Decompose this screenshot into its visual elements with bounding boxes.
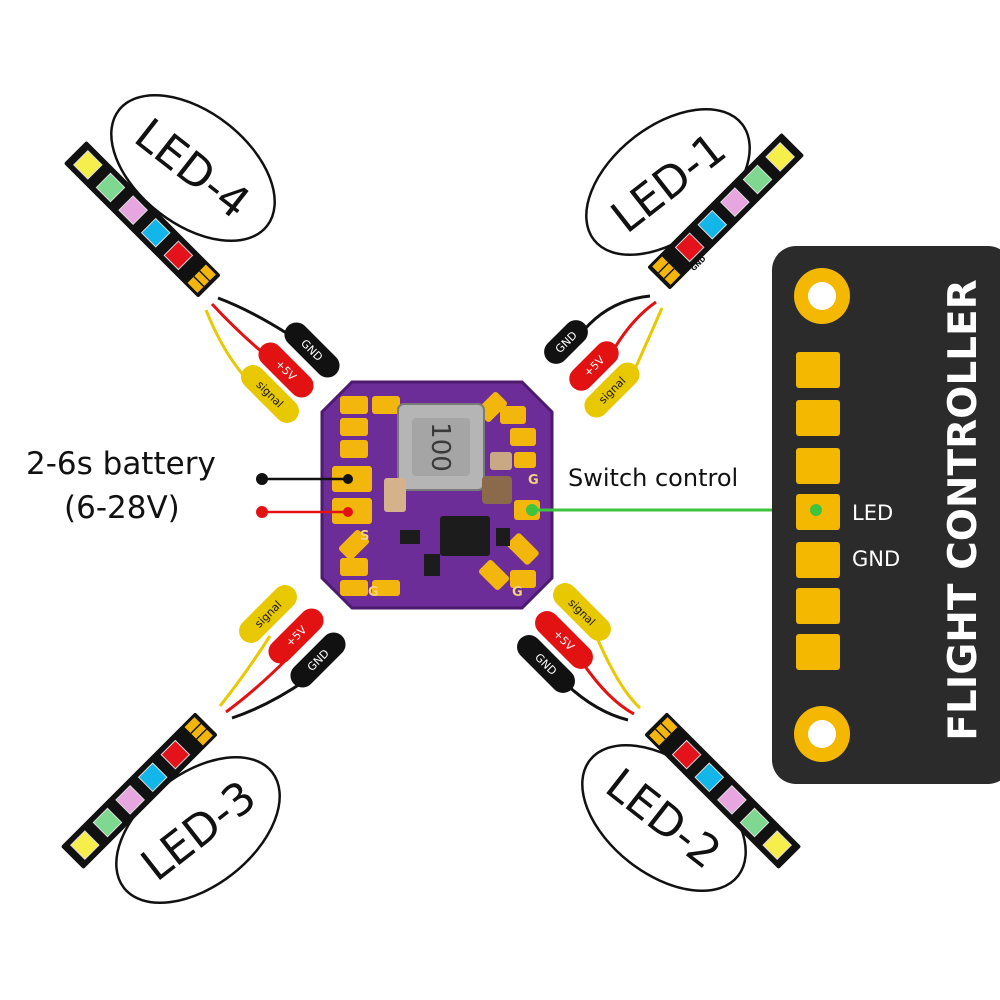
fc-pads [796, 352, 840, 670]
svg-text:G: G [512, 585, 523, 600]
led-2-assembly: LED-2 signal +5V GND [517, 583, 801, 893]
led-controller-board: S G G G 100 [320, 380, 554, 610]
board-pads-bottom-right [478, 533, 539, 591]
fc-gnd-pad [796, 542, 840, 578]
led-1-strip: GND [648, 133, 804, 289]
capacitor-2 [384, 478, 406, 512]
regulator-chip [440, 516, 490, 556]
flight-controller: LED GND FLIGHT CONTROLLER [772, 246, 1000, 784]
battery-label-line1: 2-6s battery [26, 446, 216, 482]
svg-text:S: S [360, 529, 369, 544]
board-pads-top-right [476, 391, 536, 468]
led-4-label-oval [110, 93, 276, 243]
board-pads-top-left [340, 396, 400, 458]
battery-label-line2: (6-28V) [64, 490, 180, 526]
switch-control-label: Switch control [568, 464, 738, 492]
led-4-assembly: LED-4 GND +5V signal [64, 93, 340, 423]
fc-title: FLIGHT CONTROLLER [941, 279, 986, 740]
fc-gnd-label: GND [852, 547, 900, 571]
board-pads-bottom-left [338, 529, 400, 596]
led-3-assembly: LED-3 signal +5V GND [61, 585, 346, 905]
capacitor-1 [482, 476, 512, 504]
led-4-strip [64, 141, 220, 297]
svg-text:G: G [368, 585, 379, 600]
led-2-strip [645, 713, 801, 869]
svg-text:G: G [528, 473, 539, 488]
led-1-assembly: LED-1 GND GND +5V signal [544, 107, 804, 418]
fc-led-label: LED [852, 501, 893, 525]
inductor-marking: 100 [425, 422, 455, 472]
led-3-strip [61, 713, 217, 869]
